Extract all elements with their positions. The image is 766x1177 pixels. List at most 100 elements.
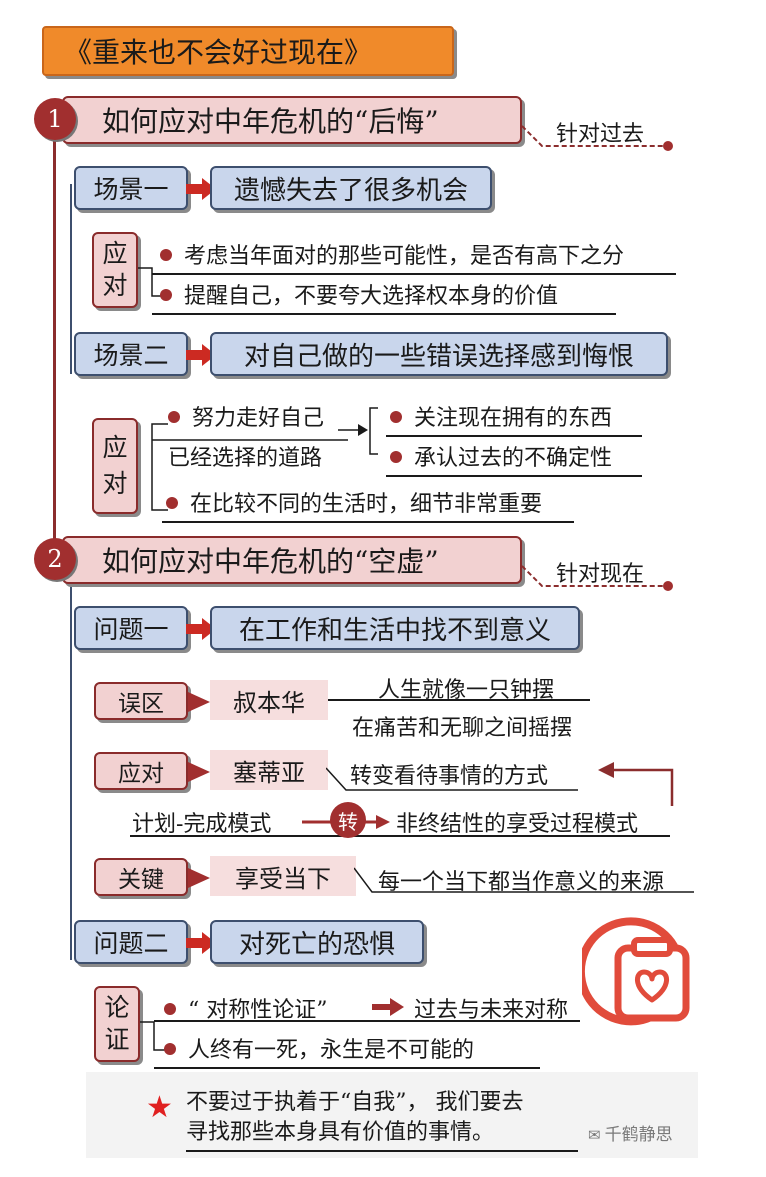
watermark-text: 千鹤静思 <box>604 1125 673 1145</box>
argument-arrow-icon <box>372 998 404 1016</box>
section1-tag-connector <box>521 125 673 151</box>
scene2-point-a-line2: 已经选择的道路 <box>168 446 323 471</box>
scene2-response-label-2: 对 <box>102 469 128 498</box>
turn-badge-text: 转 <box>338 809 358 834</box>
conclusion-line-2: 寻找那些本身具有价值的事情。 <box>186 1114 578 1152</box>
scene1-response-label-1: 应 <box>102 239 128 268</box>
section1-heading: 如何应对中年危机的“后悔” <box>62 96 522 144</box>
scene2-response-label-1: 应 <box>102 433 128 462</box>
response-name-text: 塞蒂亚 <box>233 758 305 787</box>
bullet-dot <box>390 411 402 423</box>
spine-line-3 <box>70 580 72 960</box>
section1-heading-text: 如何应对中年危机的“后悔” <box>102 105 439 138</box>
section2-number: 2 <box>47 545 63 573</box>
problem2-desc-text: 对死亡的恐惧 <box>238 929 395 960</box>
misconception-line-1: 人生就像一只钟摆 <box>378 678 555 703</box>
spine-line-1 <box>53 118 56 548</box>
scene1-point-2: 提醒自己，不要夸大选择权本身的价值 <box>152 278 616 315</box>
scene1-response-label: 应 对 <box>92 232 138 308</box>
misconception-arrow-icon <box>188 692 210 712</box>
scene2-bracket <box>151 423 348 511</box>
argument-label: 论 证 <box>94 986 140 1062</box>
misconception-line-2: 在痛苦和无聊之间摇摆 <box>352 716 573 741</box>
scene2-desc-text: 对自己做的一些错误选择感到悔恨 <box>243 341 634 372</box>
argument-point-1-line <box>154 1020 580 1022</box>
section2-heading: 如何应对中年危机的“空虚” <box>62 536 522 584</box>
argument-point-1-b: 过去与未来对称 <box>414 998 569 1023</box>
scene1-point-1: 考虑当年面对的那些可能性，是否有高下之分 <box>152 238 676 275</box>
misconception-label-text: 误区 <box>118 691 164 717</box>
problem1-label: 问题一 <box>74 606 188 650</box>
response-arrow-icon <box>188 762 210 782</box>
scene1-point-2-text: 提醒自己，不要夸大选择权本身的价值 <box>184 284 559 309</box>
page-title-text: 《重来也不会好过现在》 <box>64 36 373 69</box>
bullet-dot <box>168 411 180 423</box>
section2-tag: 针对现在 <box>556 562 645 587</box>
star-icon: ★ <box>146 1090 173 1125</box>
key-connector <box>354 867 694 893</box>
section2-heading-text: 如何应对中年危机的“空虚” <box>102 545 439 578</box>
problem1-label-text: 问题一 <box>93 615 169 644</box>
problem2-label-text: 问题二 <box>93 929 169 958</box>
scene2-subpoint-1: 关注现在拥有的东西 <box>386 400 642 437</box>
section1-number-badge: 1 <box>34 98 76 140</box>
conclusion-panel <box>86 1072 698 1158</box>
problem2-label: 问题二 <box>74 920 188 964</box>
problem1-desc-text: 在工作和生活中找不到意义 <box>238 615 551 646</box>
scene1-label-text: 场景一 <box>93 175 169 204</box>
misconception-label: 误区 <box>94 682 188 720</box>
key-label-text: 关键 <box>118 867 164 893</box>
heart-calendar-icon <box>582 917 690 1026</box>
scene2-point-a-line1-text: 努力走好自己 <box>192 406 325 431</box>
scene1-response-label-2: 对 <box>102 271 128 300</box>
scene2-subpoint-1-text: 关注现在拥有的东西 <box>414 406 613 431</box>
problem1-desc: 在工作和生活中找不到意义 <box>210 606 580 650</box>
scene1-desc-text: 遗憾失去了很多机会 <box>233 175 468 206</box>
scene2-point-b: 在比较不同的生活时，细节非常重要 <box>162 486 574 523</box>
key-name: 享受当下 <box>210 856 356 896</box>
response-label: 应对 <box>94 752 188 790</box>
section2-number-badge: 2 <box>34 538 76 580</box>
problem2-desc: 对死亡的恐惧 <box>210 920 424 964</box>
bullet-dot <box>160 249 172 261</box>
response-to: 非终结性的享受过程模式 <box>396 812 639 837</box>
response-label-text: 应对 <box>118 761 164 787</box>
response-from: 计划-完成模式 <box>132 812 272 837</box>
scene2-subpoint-2: 承认过去的不确定性 <box>386 440 642 477</box>
scene2-subpoint-2-text: 承认过去的不确定性 <box>414 446 613 471</box>
response-name: 塞蒂亚 <box>210 750 328 790</box>
bullet-dot <box>164 1043 176 1055</box>
problem2-arrow-icon <box>186 932 216 954</box>
problem1-arrow-icon <box>186 618 216 640</box>
scene2-point-a-line1: 努力走好自己 <box>168 400 324 432</box>
response-flow-line <box>130 835 670 837</box>
bullet-dot <box>160 289 172 301</box>
scene2-label: 场景二 <box>74 332 188 376</box>
response-connector <box>326 762 674 806</box>
argument-point-2: 人终有一死，永生是不可能的 <box>154 1032 540 1069</box>
section2-tag-connector <box>521 565 673 591</box>
argument-point-1: “ 对称性论证” <box>164 992 328 1024</box>
watermark: ✉千鹤静思 <box>588 1120 673 1145</box>
scene1-arrow-icon <box>186 178 216 200</box>
page-title: 《重来也不会好过现在》 <box>42 26 454 76</box>
section1-tag: 针对过去 <box>556 122 645 147</box>
wechat-icon: ✉ <box>588 1126 601 1144</box>
argument-point-2-text: 人终有一死，永生是不可能的 <box>188 1038 475 1063</box>
argument-label-2: 证 <box>104 1025 130 1054</box>
scene2-point-b-text: 在比较不同的生活时，细节非常重要 <box>190 492 543 517</box>
scene1-point-1-text: 考虑当年面对的那些可能性，是否有高下之分 <box>184 244 625 269</box>
key-name-text: 享受当下 <box>235 864 331 893</box>
scene1-desc: 遗憾失去了很多机会 <box>210 166 492 210</box>
argument-bracket <box>140 1021 170 1051</box>
argument-point-1-a: “ 对称性论证” <box>188 998 328 1023</box>
scene1-label: 场景一 <box>74 166 188 210</box>
conclusion-line-1: 不要过于执着于“自我”， 我们要去 <box>186 1090 524 1115</box>
scene2-response-label: 应 对 <box>92 418 138 514</box>
misconception-name: 叔本华 <box>210 680 328 720</box>
bullet-dot <box>164 1003 176 1015</box>
spine-line-2 <box>70 184 72 374</box>
argument-label-1: 论 <box>104 993 130 1022</box>
key-label: 关键 <box>94 858 188 896</box>
